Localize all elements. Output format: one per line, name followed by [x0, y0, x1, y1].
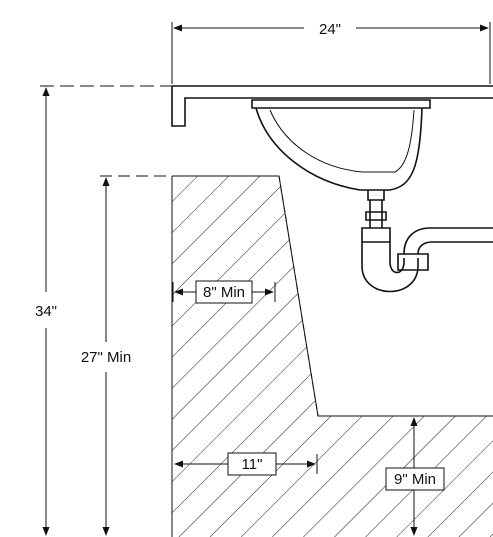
- counter-width-label: 24": [319, 21, 341, 38]
- knee-depth-label: 8" Min: [203, 284, 245, 301]
- counter-height-label: 34": [35, 303, 57, 320]
- dimension-toe-height: 9" Min: [385, 417, 445, 536]
- toe-depth-label-box: [227, 452, 277, 476]
- dimension-knee-depth: 8" Min: [172, 280, 276, 304]
- knee-toe-clearance-zone: [100, 175, 493, 537]
- dimension-counter-height: 34": [35, 87, 57, 536]
- clearance-hatch-fill: [172, 176, 493, 537]
- sink-bowl-outer: [255, 107, 423, 191]
- countertop-outline: [171, 85, 493, 127]
- knee-depth-label-box: [195, 280, 253, 304]
- sink-bowl-inner: [269, 109, 415, 173]
- drain-ptrap: [361, 190, 493, 293]
- sink-bowl: [251, 99, 431, 191]
- sink-rim: [251, 99, 431, 109]
- toe-height-label-box: [385, 467, 445, 491]
- dimension-counter-width: 24": [171, 21, 491, 84]
- toe-height-label: 9" Min: [394, 471, 436, 488]
- knee-slope-dashed: [278, 175, 319, 417]
- trap-arm: [403, 227, 493, 255]
- countertop: [40, 85, 493, 127]
- dimension-knee-height: 27" Min: [81, 177, 131, 536]
- knee-height-label: 27" Min: [81, 349, 131, 366]
- toe-depth-label: 11": [242, 456, 263, 473]
- trap-bend: [361, 242, 419, 293]
- dimension-toe-depth: 11": [174, 452, 318, 476]
- slip-nut-upper: [365, 211, 387, 221]
- tailpiece: [367, 190, 385, 228]
- slip-nut-lower: [361, 227, 391, 243]
